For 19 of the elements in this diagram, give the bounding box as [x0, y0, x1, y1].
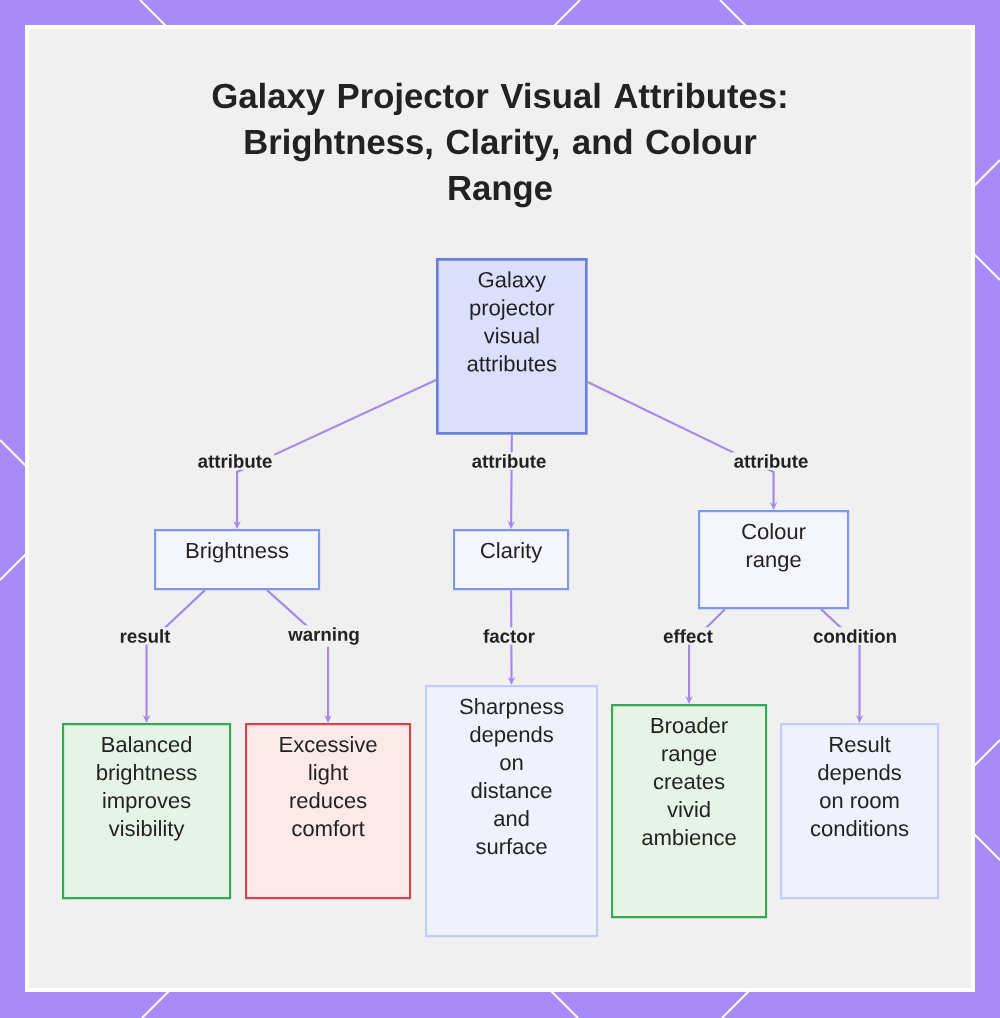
category-box: Brightness	[154, 529, 321, 591]
edge-label: effect	[661, 627, 715, 645]
note-box: Balanced brightness improves visibility	[62, 723, 232, 900]
edge-label: condition	[811, 627, 899, 645]
category-box: Colour range	[698, 510, 850, 610]
edge-label: warning	[286, 625, 362, 647]
category-box: Clarity	[453, 529, 570, 591]
diagram-title: Galaxy Projector Visual Attributes: Brightness, Clarity, and Colour Range	[212, 82, 786, 208]
note-box: Result depends on room conditions	[780, 723, 940, 900]
note-box: Broader range creates vivid ambience	[611, 704, 768, 919]
edge-label: result	[117, 627, 173, 645]
note-box: Excessive light reduces comfort	[245, 723, 412, 900]
arrow	[587, 381, 778, 510]
edge-label: factor	[481, 627, 537, 645]
note-box: Sharpness depends on distance and surface	[425, 685, 599, 938]
edge-label: attribute	[731, 452, 811, 470]
edge-label: attribute	[469, 452, 549, 470]
topic-box: Galaxy projector visual attributes	[436, 258, 588, 435]
edge-label: attribute	[195, 452, 275, 470]
